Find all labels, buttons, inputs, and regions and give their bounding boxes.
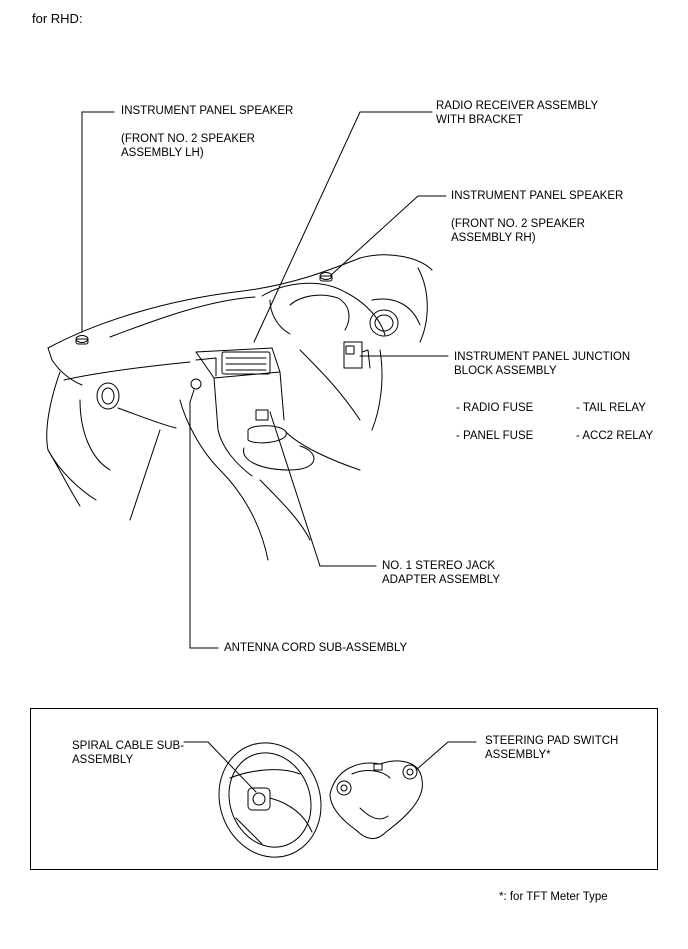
label-radio-receiver-1: RADIO RECEIVER ASSEMBLY bbox=[436, 100, 599, 112]
label-radio-receiver-2: WITH BRACKET bbox=[436, 114, 523, 126]
diagram-header: for RHD: bbox=[32, 11, 83, 26]
label-tail-relay: - TAIL RELAY bbox=[576, 402, 646, 414]
label-stereo-jack-2: ADAPTER ASSEMBLY bbox=[382, 574, 501, 586]
label-junction-block-2: BLOCK ASSEMBLY bbox=[454, 365, 557, 377]
label-speaker-lh-sub2: ASSEMBLY LH) bbox=[121, 147, 204, 159]
label-spiral-cable-2: ASSEMBLY bbox=[72, 754, 134, 766]
label-instrument-panel-speaker-lh: INSTRUMENT PANEL SPEAKER bbox=[121, 105, 294, 117]
label-speaker-rh-sub2: ASSEMBLY RH) bbox=[451, 232, 536, 244]
label-antenna-cord: ANTENNA CORD SUB-ASSEMBLY bbox=[224, 642, 408, 654]
label-speaker-lh-sub1: (FRONT NO. 2 SPEAKER bbox=[121, 133, 255, 145]
label-stereo-jack-1: NO. 1 STEREO JACK bbox=[382, 560, 496, 572]
leader-lines bbox=[81, 111, 449, 649]
label-steering-pad-2: ASSEMBLY* bbox=[485, 749, 551, 761]
steering-wheel-inset: SPIRAL CABLE SUB- ASSEMBLY STEERING PAD … bbox=[30, 708, 658, 870]
label-speaker-rh-sub1: (FRONT NO. 2 SPEAKER bbox=[451, 218, 585, 230]
label-junction-block-1: INSTRUMENT PANEL JUNCTION bbox=[454, 351, 631, 363]
label-radio-fuse: - RADIO FUSE bbox=[456, 402, 534, 414]
footnote: *: for TFT Meter Type bbox=[499, 891, 608, 903]
label-acc2-relay: - ACC2 RELAY bbox=[576, 430, 654, 442]
steering-wheel-drawing bbox=[183, 741, 477, 858]
label-instrument-panel-speaker-rh: INSTRUMENT PANEL SPEAKER bbox=[451, 190, 624, 202]
label-panel-fuse: - PANEL FUSE bbox=[456, 430, 534, 442]
label-spiral-cable-1: SPIRAL CABLE SUB- bbox=[72, 740, 185, 752]
label-steering-pad-1: STEERING PAD SWITCH bbox=[485, 735, 619, 747]
